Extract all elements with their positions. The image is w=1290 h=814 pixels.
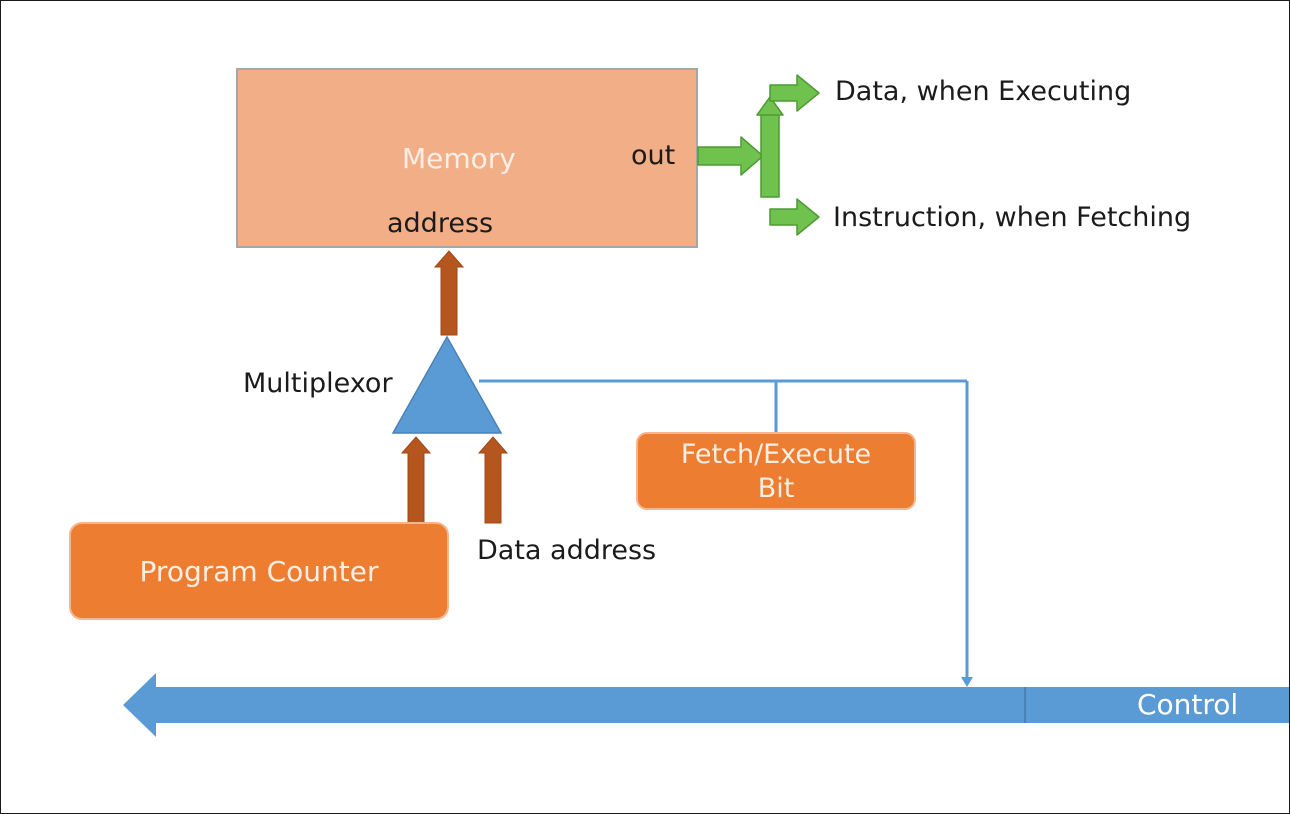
data-address-to-mux-arrow [477,436,509,524]
control-bus-arrow [123,673,1289,737]
fetch-execute-line1: Fetch/Execute [680,439,872,470]
instruction-branch-arrow [769,198,820,236]
pc-to-mux-arrow [400,436,432,524]
memory-out-label: out [631,140,676,171]
multiplexor-label: Multiplexor [243,368,393,399]
fetch-execute-box [636,432,916,510]
out-vertical-bar [760,112,780,198]
control-line-arrowhead [961,677,973,687]
multiplexor-triangle [391,335,503,434]
memory-output-arrows [697,74,820,236]
memory-address-label: address [387,208,494,239]
data-address-label: Data address [477,535,657,566]
fetch-execute-label: Fetch/Execute Bit [637,435,915,509]
control-label: Control [1137,688,1239,721]
program-counter-label: Program Counter [139,555,379,588]
out-main-arrow [697,136,764,176]
fetch-execute-line2: Bit [757,473,795,504]
control-lines [479,379,969,681]
instruction-when-fetching-label: Instruction, when Fetching [833,202,1192,233]
address-arrow [433,250,465,336]
data-when-executing-label: Data, when Executing [835,76,1132,107]
memory-block [236,68,698,248]
memory-title: Memory [402,142,516,175]
data-branch-arrow [769,74,820,112]
out-up-arrow-head [756,96,784,116]
program-counter-box [69,522,449,620]
